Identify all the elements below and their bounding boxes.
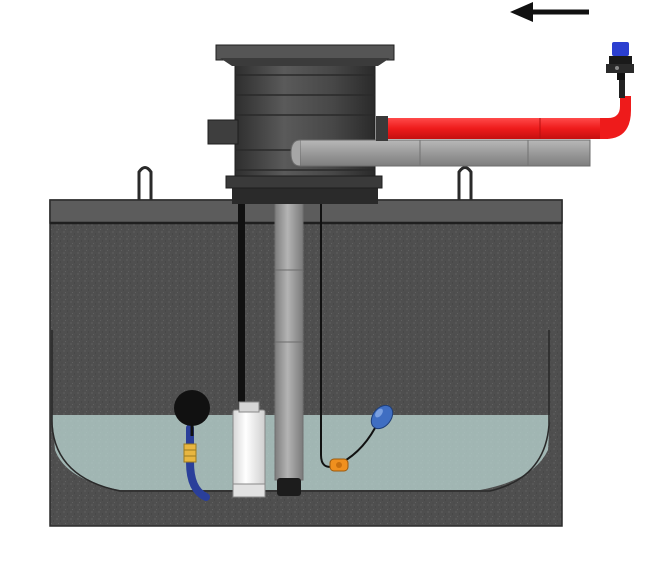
pressure-switch (606, 42, 634, 80)
tank-inner-wall (51, 330, 550, 492)
access-chamber (207, 44, 395, 204)
discharge-pipe (274, 195, 304, 496)
suction-hose (183, 424, 210, 501)
hose-fitting (183, 443, 197, 463)
riser-pipe (238, 196, 245, 410)
tank (49, 199, 563, 527)
submersible-pump (232, 401, 266, 498)
gauge-riser (619, 78, 625, 98)
delivery-pipe-red (376, 96, 631, 141)
outlet-pipe-grey (290, 139, 591, 167)
arrow-left-icon (510, 2, 589, 22)
float-switch (370, 404, 394, 430)
lifting-handles (137, 166, 473, 200)
chamber-lid (215, 44, 395, 61)
float-ball (174, 390, 210, 436)
cable-clip (329, 458, 349, 472)
side-inlet (207, 119, 239, 145)
